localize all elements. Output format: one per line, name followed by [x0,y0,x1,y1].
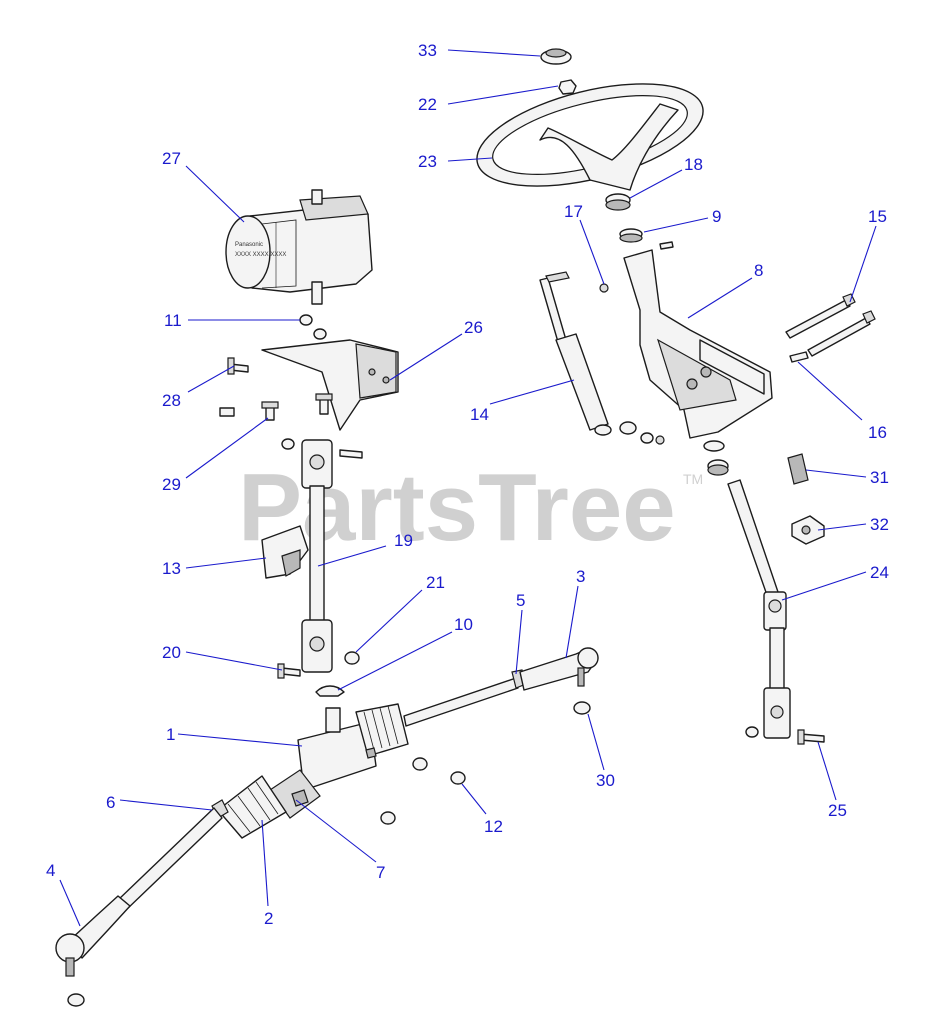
part-29-bolt[interactable] [261,401,279,421]
rack-rod-right[interactable] [403,677,519,727]
callout-labels: 33 22 23 18 17 9 8 15 16 27 11 26 28 29 … [46,41,889,928]
callout-6[interactable]: 6 [106,793,115,812]
callout-4[interactable]: 4 [46,861,55,880]
part-7-clamp[interactable] [291,789,309,807]
callout-26[interactable]: 26 [464,318,483,337]
callout-1[interactable]: 1 [166,725,175,744]
part-28-bolt[interactable] [227,357,249,375]
part-19-intermediate-shaft[interactable] [301,439,333,673]
callout-24[interactable]: 24 [870,563,889,582]
part-25-bolt[interactable] [797,729,825,745]
part-4-tie-rod-end-left[interactable] [55,895,131,977]
nut-small-a[interactable] [281,438,295,450]
motor-label-line1: Panasonic [235,242,263,248]
callout-15[interactable]: 15 [868,207,887,226]
part-3-tie-rod-end-right[interactable] [519,647,599,691]
part-27-eps-motor[interactable]: Panasonic XXXX XXXX XXXX [225,189,373,305]
watermark-trademark: TM [683,471,703,487]
callout-20[interactable]: 20 [162,643,181,662]
callout-8[interactable]: 8 [754,261,763,280]
part-14-gas-strut[interactable] [539,271,612,436]
part-2-rack-boot[interactable] [217,775,287,839]
callout-23[interactable]: 23 [418,152,437,171]
callout-16[interactable]: 16 [868,423,887,442]
leader-lines [59,49,877,927]
callout-19[interactable]: 19 [394,531,413,550]
part-10-seal[interactable] [315,685,345,697]
part-15-long-bolts[interactable] [785,293,876,357]
part-24-steering-shaft[interactable] [727,479,791,739]
callout-31[interactable]: 31 [870,468,889,487]
callout-12[interactable]: 12 [484,817,503,836]
part-31-clip[interactable] [787,453,809,485]
callout-18[interactable]: 18 [684,155,703,174]
rack-rod-left[interactable] [117,807,223,911]
rack-boot-right[interactable] [355,703,409,757]
callout-22[interactable]: 22 [418,95,437,114]
callout-32[interactable]: 32 [870,515,889,534]
callout-17[interactable]: 17 [564,202,583,221]
column-bearing-a[interactable] [703,440,725,452]
motor-label-line2: XXXX XXXX XXXX [235,252,286,258]
part-32-clamp[interactable] [791,515,825,545]
part-21-nut[interactable] [344,651,360,665]
part-23-steering-wheel[interactable] [467,64,713,206]
callout-30[interactable]: 30 [596,771,615,790]
callout-10[interactable]: 10 [454,615,473,634]
strut-nut-a[interactable] [619,421,637,435]
callout-2[interactable]: 2 [264,909,273,928]
bolt-small-d[interactable] [339,449,363,459]
callout-21[interactable]: 21 [426,573,445,592]
bolt-small-c[interactable] [315,393,333,415]
rack-fitting [365,747,377,759]
part-20-bolt[interactable] [277,663,301,679]
rack-nut-a[interactable] [412,757,428,771]
callout-5[interactable]: 5 [516,591,525,610]
callout-28[interactable]: 28 [162,391,181,410]
bolt-small-a[interactable] [659,241,674,250]
shaft-nut[interactable] [745,726,759,738]
part-30-nut[interactable] [573,701,591,715]
part-33-wheel-cap[interactable] [540,48,572,65]
part-13-cover[interactable] [261,525,309,579]
callout-14[interactable]: 14 [470,405,489,424]
part-11-nut[interactable] [299,314,313,326]
callout-13[interactable]: 13 [162,559,181,578]
callout-11[interactable]: 11 [164,311,182,330]
callout-33[interactable]: 33 [418,41,437,60]
column-bearing-b-base [707,464,729,476]
part-22-nut[interactable] [558,79,577,95]
callout-27[interactable]: 27 [162,149,181,168]
callout-9[interactable]: 9 [712,207,721,226]
part-18-bushing[interactable] [605,193,631,211]
part-26-motor-bracket[interactable] [261,339,399,431]
rack-nut-b[interactable] [380,811,396,825]
callout-3[interactable]: 3 [576,567,585,586]
bolt-small-b[interactable] [219,407,235,417]
part-8-column-bracket[interactable] [623,249,773,439]
callout-25[interactable]: 25 [828,801,847,820]
strut-nut-b[interactable] [640,432,654,444]
part-9-bushing[interactable] [619,228,643,243]
part-16-bolt[interactable] [789,351,809,363]
part-12-nut[interactable] [450,771,466,785]
tie-rod-nut-left[interactable] [67,993,85,1007]
strut-nut-c[interactable] [655,435,665,445]
callout-29[interactable]: 29 [162,475,181,494]
part-11-nut-b[interactable] [313,328,327,340]
part-17-nut[interactable] [599,283,609,293]
callout-7[interactable]: 7 [376,863,385,882]
